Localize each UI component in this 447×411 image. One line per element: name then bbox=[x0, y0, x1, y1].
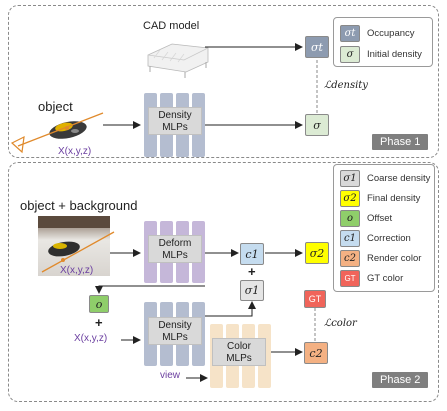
plus-sign-offset: + bbox=[95, 315, 103, 330]
phase1-legend: σt Occupancy σ Initial density bbox=[333, 17, 433, 67]
legend-chip-coarse-density: σ1 bbox=[340, 169, 360, 187]
legend-text-render-color: Render color bbox=[367, 252, 422, 264]
legend-item-render-color: c2 Render color bbox=[340, 249, 421, 267]
legend-chip-offset: o bbox=[340, 209, 360, 227]
c2-text: c2 bbox=[309, 346, 323, 360]
legend-text-initial-density: Initial density bbox=[367, 48, 422, 60]
legend-item-occupancy: σt Occupancy bbox=[340, 24, 415, 42]
legend-text-gt-color: GT color bbox=[367, 272, 404, 284]
legend-chip-gt-color: GT bbox=[340, 269, 360, 287]
object-background-photo bbox=[38, 216, 110, 276]
cad-model-label: CAD model bbox=[143, 20, 200, 32]
legend-symbol-coarse-density: σ1 bbox=[343, 172, 357, 184]
phase1-label: Phase 1 bbox=[372, 134, 429, 150]
deform-mlps-line1: Deform bbox=[158, 238, 192, 249]
density-mlps-phase2-line2: MLPs bbox=[162, 332, 188, 343]
deform-mlps-line2: MLPs bbox=[162, 250, 188, 261]
phase1-coords-label: X(x,y,z) bbox=[58, 146, 92, 157]
offset-text: o bbox=[95, 297, 103, 311]
arrow-density-to-sigma1 bbox=[205, 301, 256, 317]
plus-sign-c1-sigma1: + bbox=[248, 264, 256, 279]
deform-mlps-label: Deform MLPs bbox=[148, 235, 202, 263]
phase1-panel bbox=[8, 5, 439, 158]
phase2-coords-label: X(x,y,z) bbox=[60, 265, 94, 276]
sigma-t-node: σt bbox=[305, 36, 329, 58]
legend-chip-final-density: σ2 bbox=[340, 189, 360, 207]
legend-symbol-correction: c1 bbox=[344, 232, 356, 244]
density-mlps-phase2-label: Density MLPs bbox=[148, 317, 202, 345]
phase2-legend: σ1 Coarse density σ2 Final density o Off… bbox=[333, 164, 435, 292]
cad-model-image bbox=[147, 43, 209, 78]
legend-chip-initial-density: σ bbox=[340, 45, 360, 63]
color-mlps-line1: Color bbox=[227, 341, 251, 352]
c1-node: c1 bbox=[240, 243, 264, 265]
sigma2-node: σ2 bbox=[305, 242, 329, 264]
c1-text: c1 bbox=[245, 247, 259, 261]
sigma-node: σ bbox=[305, 114, 329, 136]
sigma1-node: σ1 bbox=[240, 280, 264, 301]
phase2-title: object + background bbox=[20, 198, 138, 213]
legend-chip-occupancy: σt bbox=[340, 24, 360, 42]
color-loss-label: ℒcolor bbox=[324, 318, 357, 329]
gt-text: GT bbox=[308, 294, 322, 304]
camera-icon bbox=[10, 135, 25, 154]
legend-symbol-occupancy: σt bbox=[344, 27, 356, 39]
sigma2-text: σ2 bbox=[309, 246, 325, 260]
phase2-coords-label-2: X(x,y,z) bbox=[74, 333, 108, 344]
legend-item-offset: o Offset bbox=[340, 209, 392, 227]
legend-text-final-density: Final density bbox=[367, 192, 421, 204]
density-loss-label: ℒdensity bbox=[324, 80, 368, 91]
legend-item-initial-density: σ Initial density bbox=[340, 45, 422, 63]
object-label: object bbox=[38, 99, 73, 114]
legend-text-occupancy: Occupancy bbox=[367, 27, 415, 39]
density-mlps-phase2-line1: Density bbox=[158, 320, 192, 331]
color-mlps-line2: MLPs bbox=[226, 353, 252, 364]
legend-item-coarse-density: σ1 Coarse density bbox=[340, 169, 430, 187]
legend-chip-render-color: c2 bbox=[340, 249, 360, 267]
arrow-deform-to-offset bbox=[95, 285, 205, 294]
legend-item-gt-color: GT GT color bbox=[340, 269, 403, 287]
legend-text-coarse-density: Coarse density bbox=[367, 172, 431, 184]
legend-text-offset: Offset bbox=[367, 212, 393, 224]
gt-node: GT bbox=[304, 290, 326, 308]
phase2-panel bbox=[8, 162, 439, 402]
offset-node: o bbox=[89, 295, 109, 313]
density-mlps-phase1-label: Density MLPs bbox=[148, 107, 202, 135]
sigma1-text: σ1 bbox=[244, 284, 260, 297]
legend-symbol-gt-color: GT bbox=[344, 273, 356, 283]
legend-chip-correction: c1 bbox=[340, 229, 360, 247]
legend-symbol-render-color: c2 bbox=[344, 252, 356, 264]
density-mlps-phase1-line1: Density bbox=[158, 110, 192, 121]
legend-item-final-density: σ2 Final density bbox=[340, 189, 420, 207]
color-mlps-label: Color MLPs bbox=[212, 338, 266, 366]
density-mlps-phase1-line2: MLPs bbox=[162, 122, 188, 133]
view-label: view bbox=[160, 370, 181, 381]
camera-ray bbox=[17, 112, 104, 147]
c2-node: c2 bbox=[304, 342, 328, 364]
legend-symbol-initial-density: σ bbox=[346, 48, 354, 60]
sigma-text: σ bbox=[313, 118, 321, 132]
legend-item-correction: c1 Correction bbox=[340, 229, 411, 247]
legend-text-correction: Correction bbox=[367, 232, 411, 244]
phase2-label: Phase 2 bbox=[372, 372, 429, 388]
sigma-t-text: σt bbox=[311, 40, 323, 54]
legend-symbol-final-density: σ2 bbox=[343, 192, 357, 204]
legend-symbol-offset: o bbox=[346, 212, 354, 224]
